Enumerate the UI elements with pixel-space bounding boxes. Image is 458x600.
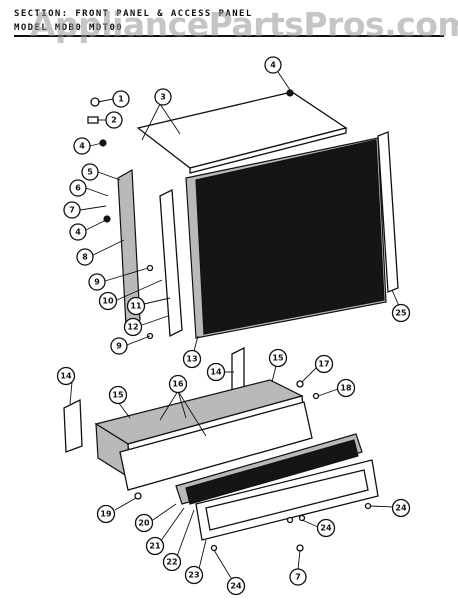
header-rule: [14, 35, 444, 37]
screw-part-1: [90, 97, 100, 107]
callout-9-upper: 9: [88, 273, 106, 291]
callout-7-lower: 7: [289, 568, 307, 586]
clip-part-17: [296, 380, 304, 388]
svg-text:7: 7: [69, 206, 75, 215]
section-title: SECTION: FRONT PANEL & ACCESS PANEL: [14, 9, 253, 19]
bracket-left: [63, 398, 83, 453]
svg-text:14: 14: [60, 372, 72, 381]
svg-text:20: 20: [138, 519, 150, 528]
callout-14-right: 14: [206, 362, 226, 382]
svg-text:19: 19: [100, 510, 112, 519]
svg-text:15: 15: [112, 391, 124, 400]
svg-text:15: 15: [272, 354, 284, 363]
svg-text:24: 24: [395, 504, 407, 513]
svg-text:13: 13: [186, 355, 197, 364]
console-frame-window: [205, 469, 369, 531]
callout-18: 18: [336, 378, 356, 398]
screw-part-19: [134, 492, 142, 500]
callout-21: 21: [145, 536, 165, 556]
svg-text:4: 4: [79, 142, 85, 151]
svg-text:4: 4: [75, 228, 81, 237]
insulation-strip: [117, 168, 141, 327]
svg-text:4: 4: [270, 61, 276, 70]
nut-part-4-side: [103, 215, 111, 223]
trim-strip: [377, 131, 399, 293]
svg-text:16: 16: [172, 380, 184, 389]
svg-text:1: 1: [118, 95, 124, 104]
callout-13: 13: [182, 349, 202, 369]
callout-7-upper: 7: [63, 201, 81, 219]
callout-23: 23: [184, 565, 204, 585]
diagram-header: SECTION: FRONT PANEL & ACCESS PANEL MODE…: [0, 0, 458, 50]
callout-15-left: 15: [108, 385, 128, 405]
svg-text:10: 10: [102, 297, 114, 306]
callout-24-right: 24: [391, 498, 411, 518]
side-channel: [159, 188, 183, 338]
callout-8: 8: [76, 248, 94, 266]
callout-4-top: 4: [264, 56, 282, 74]
nut-part-4-left: [99, 139, 107, 147]
svg-text:6: 6: [75, 184, 81, 193]
front-panel: [195, 139, 385, 335]
callout-22: 22: [162, 552, 182, 572]
svg-text:7: 7: [295, 573, 301, 582]
callout-19: 19: [96, 504, 116, 524]
callout-24-mid: 24: [316, 518, 336, 538]
svg-text:25: 25: [395, 309, 407, 318]
watermark-text: AppliancePartsPros.com: [30, 5, 458, 44]
console-insert: [185, 439, 359, 505]
screw-part-9: [146, 264, 154, 272]
screw-part-18: [312, 392, 320, 400]
screw-part-24-a: [286, 516, 294, 524]
callout-11: 11: [126, 296, 146, 316]
svg-text:8: 8: [82, 253, 88, 262]
callout-17: 17: [314, 354, 334, 374]
callout-4-side: 4: [69, 223, 87, 241]
svg-text:24: 24: [230, 582, 242, 591]
callout-4-left: 4: [73, 137, 91, 155]
svg-text:9: 9: [116, 342, 122, 351]
svg-text:18: 18: [340, 384, 352, 393]
svg-text:12: 12: [127, 323, 138, 332]
callout-20: 20: [134, 513, 154, 533]
svg-text:3: 3: [160, 93, 166, 102]
callout-15-right: 15: [268, 348, 288, 368]
access-panel-back-edge: [189, 127, 347, 174]
svg-text:21: 21: [149, 542, 161, 551]
svg-text:2: 2: [111, 116, 117, 125]
spacer-part-2: [87, 116, 99, 124]
svg-text:5: 5: [87, 168, 93, 177]
callout-9-lower: 9: [110, 337, 128, 355]
leader-lines: [69, 71, 400, 584]
svg-text:17: 17: [318, 360, 329, 369]
svg-text:9: 9: [94, 278, 100, 287]
model-line: MODEL MDB0 MDT00: [14, 23, 124, 33]
callout-10: 10: [98, 291, 118, 311]
svg-text:23: 23: [188, 571, 199, 580]
callout-14-left: 14: [56, 366, 76, 386]
screw-part-24-b: [298, 514, 306, 522]
nut-part-4-top: [286, 89, 294, 97]
callout-25: 25: [391, 303, 411, 323]
callout-1: 1: [112, 90, 130, 108]
callout-24-bottom: 24: [226, 576, 246, 596]
callout-3: 3: [154, 88, 172, 106]
svg-text:24: 24: [320, 524, 332, 533]
callout-6: 6: [69, 179, 87, 197]
svg-text:22: 22: [166, 558, 177, 567]
callout-12: 12: [123, 317, 143, 337]
screw-part-24-d: [210, 544, 218, 552]
screw-part-24-c: [364, 502, 372, 510]
svg-text:14: 14: [210, 368, 222, 377]
callout-2: 2: [105, 111, 123, 129]
svg-text:11: 11: [130, 302, 142, 311]
callout-16: 16: [168, 374, 188, 394]
callout-5: 5: [81, 163, 99, 181]
console-panel: [119, 401, 313, 491]
